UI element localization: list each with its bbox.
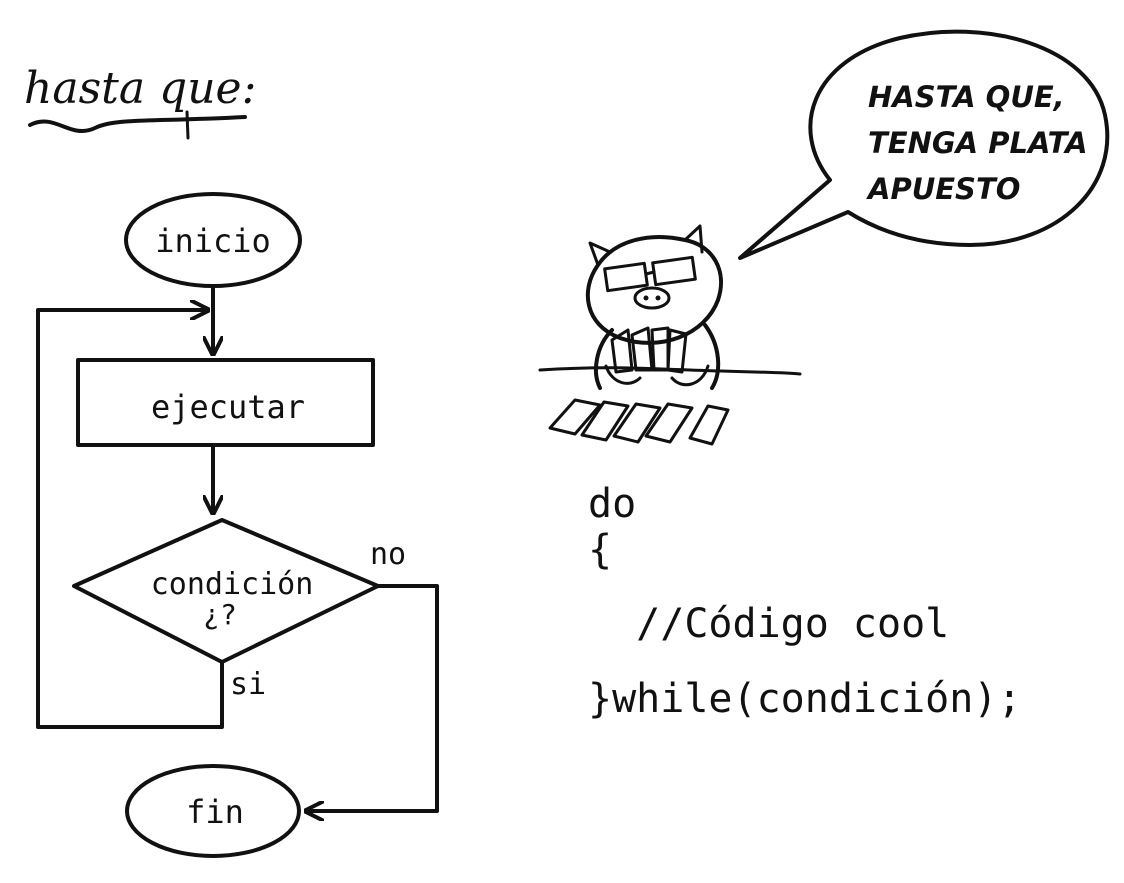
condition-label-line2: ¿? bbox=[203, 598, 237, 631]
heading-underline-tick bbox=[185, 110, 190, 140]
heading-underline bbox=[28, 115, 247, 134]
glasses-bridge bbox=[644, 270, 656, 276]
code-line-open-brace: { bbox=[588, 527, 613, 573]
pig-card-player-illustration bbox=[538, 224, 802, 446]
code-line-do: do bbox=[588, 481, 637, 527]
loop-back-path bbox=[36, 310, 224, 729]
pig-snout bbox=[633, 286, 671, 310]
speech-line-1: HASTA QUE, bbox=[868, 80, 1065, 114]
table-cards bbox=[548, 398, 730, 446]
process-label: ejecutar bbox=[151, 388, 305, 426]
condition-label-line1: condición bbox=[151, 567, 314, 602]
pig-hands bbox=[604, 364, 710, 387]
start-label: inicio bbox=[155, 222, 271, 260]
glasses-left-lens bbox=[603, 261, 649, 293]
branch-yes-label: si bbox=[230, 667, 266, 702]
pig-right-ear bbox=[683, 224, 704, 254]
exit-path bbox=[308, 584, 439, 811]
glasses-right-lens bbox=[651, 255, 697, 287]
pig-body bbox=[594, 323, 721, 390]
speech-bubble: HASTA QUE, TENGA PLATA APUESTO bbox=[738, 29, 1110, 260]
code-line-while: }while(condición); bbox=[588, 676, 1022, 722]
pig-head bbox=[585, 235, 723, 345]
end-label: fin bbox=[186, 793, 244, 831]
pig-nostril-right bbox=[655, 295, 661, 301]
branch-no-label: no bbox=[370, 537, 406, 572]
pig-left-ear bbox=[588, 241, 612, 267]
flowchart: inicio ejecutar condición ¿? si no fin bbox=[36, 192, 439, 858]
heading-text: hasta que: bbox=[24, 63, 256, 114]
speech-line-3: APUESTO bbox=[866, 172, 1020, 206]
code-line-comment: //Código cool bbox=[588, 601, 950, 647]
end-terminal bbox=[125, 764, 301, 858]
pig-nostril-left bbox=[643, 295, 649, 301]
process-box bbox=[76, 358, 375, 447]
speech-bubble-outline bbox=[738, 29, 1110, 260]
held-cards bbox=[610, 326, 688, 374]
speech-line-2: TENGA PLATA bbox=[868, 126, 1088, 160]
table-edge bbox=[538, 366, 802, 376]
